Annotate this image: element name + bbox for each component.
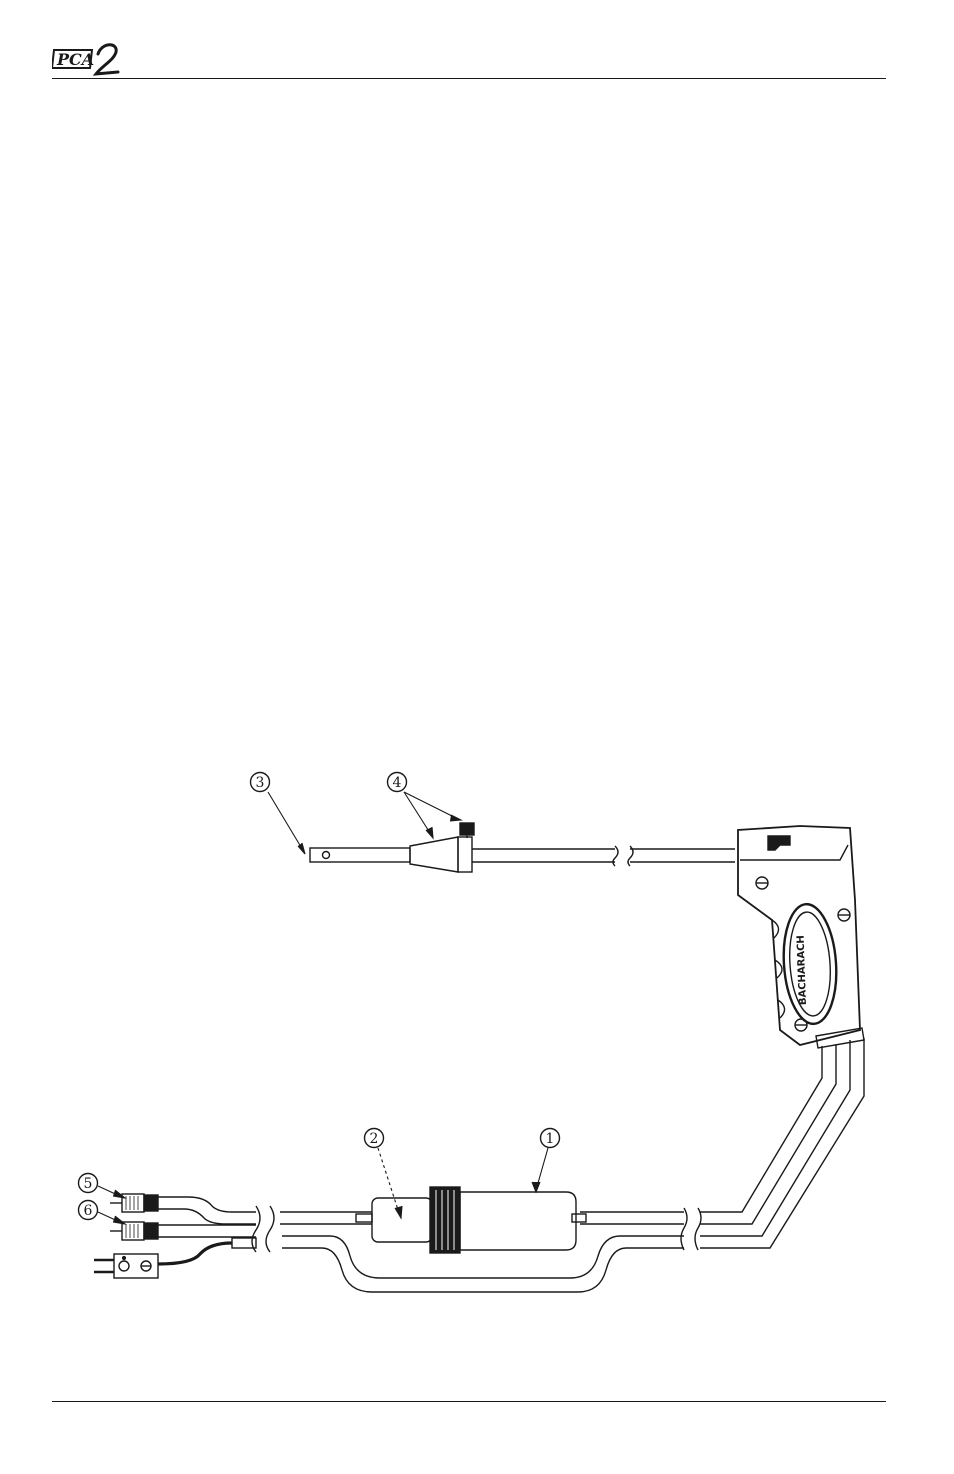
filter-element: [372, 1198, 432, 1242]
callout-1-label: 1: [546, 1131, 555, 1147]
callout-6-label: 6: [84, 1203, 93, 1219]
filter-assembly: [280, 1187, 684, 1292]
probe-stop-collar: [458, 837, 472, 872]
callout-4-label: 4: [393, 775, 402, 791]
callout-3-label: 3: [256, 775, 265, 791]
handle-brand-label: BACHARACH: [796, 935, 809, 1005]
probe-tip: [310, 848, 410, 862]
probe-stop-screw: [460, 823, 474, 835]
callout-2-label: 2: [370, 1131, 379, 1147]
left-hoses: [156, 1197, 274, 1264]
probe-stop: [410, 837, 458, 872]
footer-rule: [52, 1401, 886, 1402]
probe-tip-hole: [323, 852, 330, 859]
filter-ring: [430, 1187, 460, 1253]
probe-tube: [310, 823, 735, 872]
callout-5-label: 5: [84, 1176, 93, 1192]
filter-body: [460, 1192, 576, 1250]
probe-handle: BACHARACH: [738, 826, 864, 1048]
handle-hoses: [681, 1038, 864, 1250]
draft-hose-connector: [110, 1222, 158, 1240]
thermocouple-plug: [94, 1254, 158, 1278]
